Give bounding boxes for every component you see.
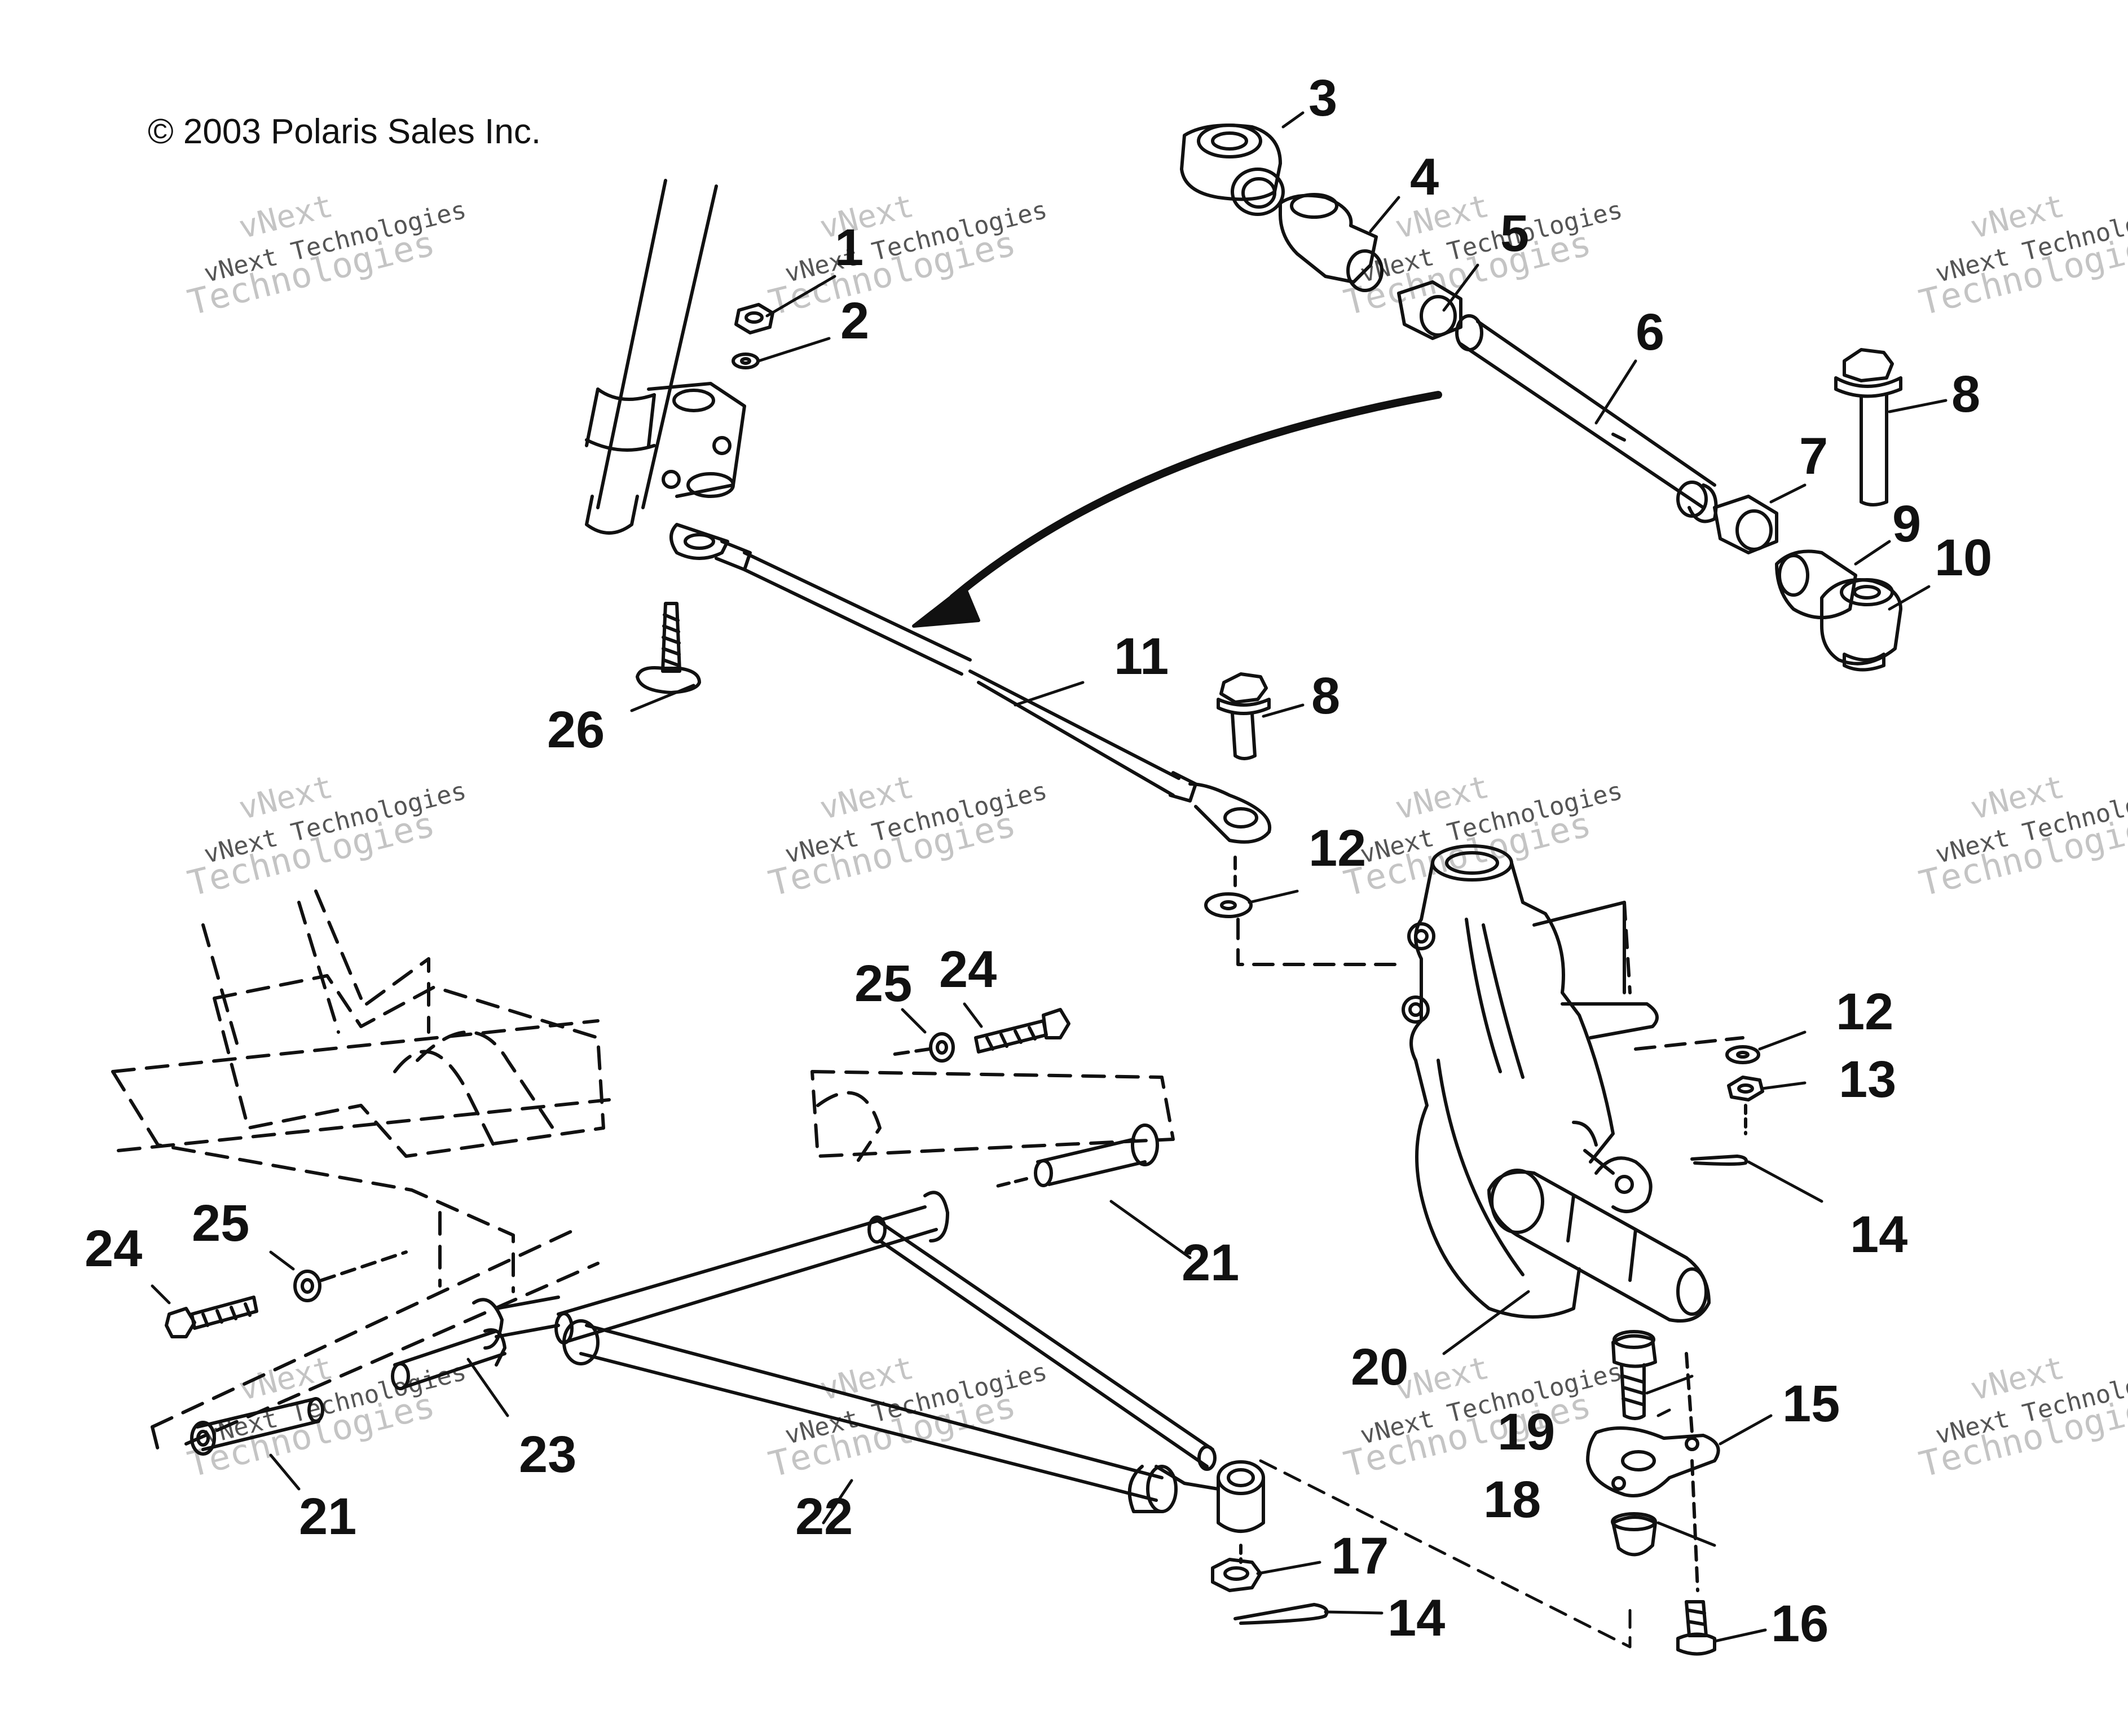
nut [734, 303, 774, 334]
callout-14: 14 [1850, 1206, 1907, 1263]
callout-12: 12 [1836, 983, 1893, 1041]
callout-23: 23 [519, 1426, 576, 1483]
tie-rod [669, 523, 1272, 844]
callout-5: 5 [1500, 205, 1529, 262]
callout-2: 2 [840, 292, 869, 350]
steering-post [585, 179, 746, 535]
cotter-pin [1690, 1155, 1748, 1166]
callout-21: 21 [1182, 1234, 1239, 1292]
callout-18: 18 [1483, 1471, 1541, 1528]
sleeve-bushing [391, 1328, 506, 1390]
watermarks: vNext vNext Technologies Technologies vN… [184, 188, 2128, 1486]
a-arm [472, 1191, 1632, 1649]
watermark: vNext vNext Technologies Technologies [765, 1350, 1050, 1486]
callout-19: 19 [1497, 1403, 1555, 1461]
castle-nut [1727, 1076, 1764, 1135]
callout-14: 14 [1387, 1589, 1445, 1647]
ball-socket [1279, 193, 1384, 292]
callout-17: 17 [1331, 1527, 1389, 1585]
callout-9: 9 [1892, 495, 1921, 553]
callout-25: 25 [192, 1195, 249, 1252]
callout-12: 12 [1308, 819, 1366, 877]
callout-labels: 1 2 3 4 5 6 7 8 9 10 11 8 12 12 13 14 14… [85, 69, 1992, 1653]
callout-4: 4 [1410, 148, 1439, 206]
flange-bolt-2 [1217, 672, 1271, 760]
callout-6: 6 [1636, 303, 1664, 361]
washer [732, 353, 760, 369]
callout-15: 15 [1782, 1375, 1840, 1433]
callout-7: 7 [1799, 428, 1828, 485]
flange-bolt [1834, 348, 1902, 506]
callout-8: 8 [1311, 667, 1340, 725]
ball-joint-bolt [1611, 1330, 1657, 1420]
adjuster-sleeve [1455, 314, 1718, 523]
watermark: vNext vNext Technologies Technologies [765, 769, 1050, 905]
washer-3 [1634, 1036, 1760, 1064]
watermark: vNext vNext Technologies Technologies [1915, 188, 2128, 324]
bushing [991, 1123, 1159, 1189]
ball-joint [1611, 1512, 1657, 1557]
jam-nut [1397, 280, 1462, 340]
watermark: vNext vNext Technologies Technologies [184, 188, 469, 324]
callout-21: 21 [299, 1488, 356, 1545]
washer-2 [1204, 856, 1400, 966]
callout-24: 24 [939, 941, 997, 998]
callout-3: 3 [1308, 69, 1337, 127]
watermark: vNext vNext Technologies Technologies [184, 1350, 469, 1486]
watermark: vNext vNext Technologies Technologies [1340, 188, 1625, 324]
pivot-washer [889, 1032, 955, 1063]
callout-24: 24 [85, 1220, 142, 1277]
leader-lines [151, 111, 1948, 1643]
pivot-bolt [974, 1008, 1070, 1054]
callout-22: 22 [795, 1488, 853, 1545]
callout-8: 8 [1951, 365, 1980, 423]
callout-20: 20 [1351, 1338, 1408, 1396]
callout-10: 10 [1935, 529, 1992, 587]
rod-eye-end [1180, 124, 1285, 216]
jam-nut-2 [1713, 495, 1778, 554]
spindle-knuckle [1402, 844, 1711, 1323]
direction-arrow [912, 391, 1442, 628]
copyright-notice: © 2003 Polaris Sales Inc. [148, 112, 541, 151]
pivot-bolt-2 [165, 1296, 258, 1338]
callout-16: 16 [1771, 1595, 1829, 1653]
callout-26: 26 [547, 701, 605, 759]
callout-25: 25 [854, 955, 912, 1012]
mounting-plate [1586, 1352, 1720, 1592]
plate-bolt [1676, 1600, 1716, 1656]
tie-rod-end [1820, 578, 1902, 672]
watermark: vNext vNext Technologies Technologies [1915, 769, 2128, 905]
pivot-washer-2 [293, 1250, 408, 1302]
watermark: vNext vNext Technologies Technologies [184, 769, 469, 905]
watermark: vNext vNext Technologies Technologies [1915, 1350, 2128, 1486]
callout-1: 1 [835, 219, 863, 276]
castle-nut-2 [1211, 1558, 1262, 1592]
callout-11: 11 [1114, 628, 1169, 685]
cotter-pin-2 [1233, 1603, 1329, 1625]
ball-socket-2 [1775, 549, 1857, 619]
callout-13: 13 [1839, 1051, 1896, 1108]
bolt [636, 602, 701, 694]
bushing-2 [190, 1397, 324, 1456]
